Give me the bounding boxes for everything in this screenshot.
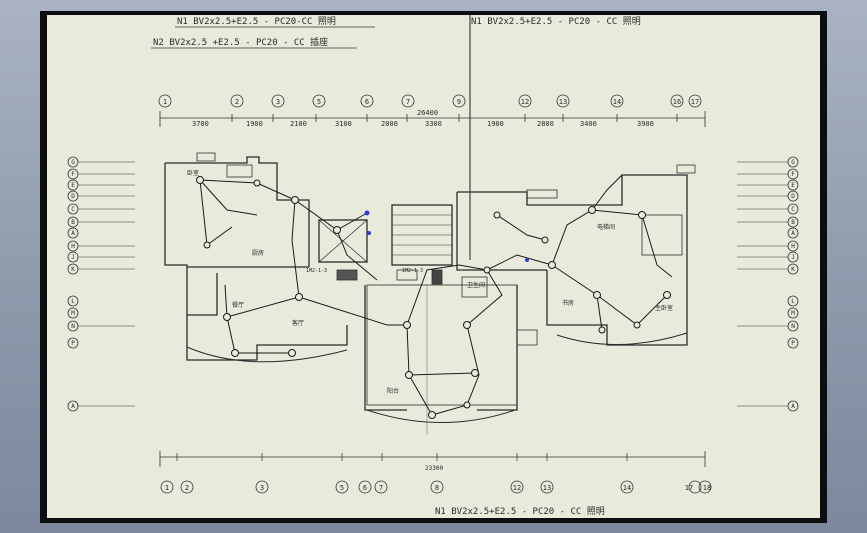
grid-bottom-7: 12	[513, 484, 521, 492]
distribution-box-label-0: 1M2-1-3	[306, 268, 327, 274]
grid-top-11: 17	[691, 98, 699, 106]
dim-top-5: 3300	[425, 120, 442, 128]
room-label-3: 厨房	[252, 249, 264, 257]
grid-left-9: K	[71, 266, 75, 273]
grid-left-5: B	[71, 219, 75, 226]
room-label-1: 客厅	[292, 319, 304, 327]
grid-bottom-6: 8	[435, 484, 439, 492]
floor-plan-walls	[164, 156, 688, 435]
dim-top-9: 3900	[637, 120, 654, 128]
grid-left-11: M	[71, 310, 75, 317]
grid-left-8: J	[71, 254, 75, 261]
note-top-right: N1 BV2x2.5+E2.5 - PC20 - CC 照明	[471, 16, 641, 27]
grid-top-8: 13	[559, 98, 567, 106]
grid-bottom-8: 13	[543, 484, 551, 492]
room-label-4: 卫生间	[467, 281, 485, 289]
grid-bottom-10: 17	[685, 484, 693, 492]
grid-left-14: A	[71, 403, 75, 410]
room-label-0: 卧室	[187, 169, 199, 177]
grid-right-1: F	[791, 171, 795, 178]
grid-left-10: L	[71, 298, 75, 305]
grid-right-13: P	[791, 340, 795, 347]
room-label-7: 书房	[562, 299, 574, 307]
room-label-2: 餐厅	[232, 301, 244, 309]
dim-top-2: 2100	[290, 120, 307, 128]
grid-bottom-0: 1	[165, 484, 169, 492]
grid-top-3: 5	[317, 98, 321, 106]
grid-bottom-5: 7	[379, 484, 383, 492]
grid-bottom-3: 5	[340, 484, 344, 492]
grid-left-6: A	[71, 230, 75, 237]
grid-top-1: 2	[235, 98, 239, 106]
grid-right-12: N	[791, 323, 795, 330]
grid-bottom-1: 2	[185, 484, 189, 492]
grid-right-5: B	[791, 219, 795, 226]
grid-right-3: D	[791, 193, 795, 200]
grid-left-13: P	[71, 340, 75, 347]
grid-left-3: D	[71, 193, 75, 200]
grid-right-7: H	[791, 243, 795, 250]
wiring-runs	[199, 174, 673, 416]
grid-top-10: 16	[673, 98, 681, 106]
floor-plan-drawing: N1 BV2x2.5+E2.5 - PC20-CC 照明 N2 BV2x2.5 …	[67, 15, 799, 517]
grid-bottom-4: 6	[363, 484, 367, 492]
grid-top-4: 6	[365, 98, 369, 106]
grid-bottom-2: 3	[260, 484, 264, 492]
grid-left-2: E	[71, 182, 75, 189]
grid-left-7: H	[71, 243, 75, 250]
grid-bottom-9: 14	[623, 484, 631, 492]
grid-top-9: 14	[613, 98, 621, 106]
grid-top-7: 12	[521, 98, 529, 106]
grid-top-2: 3	[276, 98, 280, 106]
drawing-sheet: N1 BV2x2.5+E2.5 - PC20-CC 照明 N2 BV2x2.5 …	[47, 15, 820, 518]
grid-right-10: L	[791, 298, 795, 305]
grid-top-0: 1	[163, 98, 167, 106]
grid-right-9: K	[791, 266, 795, 273]
room-label-5: 阳台	[387, 387, 399, 395]
grid-right-4: C	[791, 206, 795, 213]
grid-left-4: C	[71, 206, 75, 213]
dim-bottom-total: 23300	[425, 465, 443, 472]
note-top-left-2: N2 BV2x2.5 +E2.5 - PC20 - CC 插座	[153, 36, 328, 48]
grid-left-12: N	[71, 323, 75, 330]
grid-bottom-11: 18	[703, 484, 711, 492]
dim-top-8: 3400	[580, 120, 597, 128]
grid-right-6: A	[791, 230, 795, 237]
grid-right-14: A	[791, 403, 795, 410]
dim-top-4: 2000	[381, 120, 398, 128]
dim-top-3: 3100	[335, 120, 352, 128]
grid-right-0: G	[791, 159, 795, 166]
dim-top-0: 3700	[192, 120, 209, 128]
dim-top-6: 1900	[487, 120, 504, 128]
grid-top-6: 9	[457, 98, 461, 106]
dim-top-total: 26400	[417, 109, 438, 117]
room-label-8: 电梯间	[597, 223, 615, 231]
grid-left-0: G	[71, 159, 75, 166]
note-bottom: N1 BV2x2.5+E2.5 - PC20 - CC 照明	[435, 506, 605, 517]
grid-right-11: M	[791, 310, 795, 317]
grid-right-8: J	[791, 254, 795, 261]
note-top-left-1: N1 BV2x2.5+E2.5 - PC20-CC 照明	[177, 16, 336, 27]
grid-left-1: F	[71, 171, 75, 178]
dim-top-1: 1900	[246, 120, 263, 128]
dim-top-7: 2800	[537, 120, 554, 128]
grid-right-2: E	[791, 182, 795, 189]
grid-top-5: 7	[406, 98, 410, 106]
distribution-box-label-1: 1M2-1-3	[402, 268, 423, 274]
room-label-6: 主卧室	[655, 304, 673, 312]
